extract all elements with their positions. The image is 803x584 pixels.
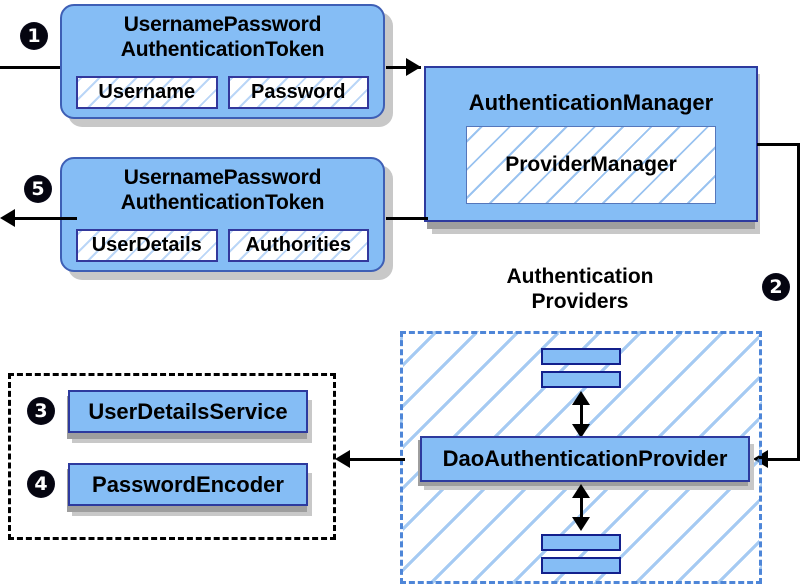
provider-bottom-connector-line — [580, 488, 583, 523]
result-token-slots: UserDetails Authorities — [76, 229, 369, 262]
providers-title-line1: Authentication — [506, 265, 654, 288]
result-token[interactable]: UsernamePassword AuthenticationToken Use… — [60, 157, 385, 272]
provider-to-collaborators-line — [350, 458, 405, 461]
password-encoder-label: PasswordEncoder — [92, 471, 284, 497]
provider-top-connector-line — [580, 395, 583, 430]
result-outgoing-line — [15, 217, 77, 220]
provider-top-connector-arrow-down — [572, 424, 590, 438]
provider-bottom-connector-arrow-down — [572, 517, 590, 531]
request-token-title-line1: UsernamePassword — [123, 13, 322, 36]
provider-bottom-connector-arrow-up — [572, 484, 590, 498]
request-token-slots: Username Password — [76, 76, 369, 109]
provider-top-connector-arrow-up — [572, 391, 590, 405]
step-marker-5: 5 — [25, 176, 51, 202]
step-marker-1: 1 — [21, 23, 47, 49]
user-details-service-label: UserDetailsService — [88, 398, 288, 424]
manager-to-result-line — [386, 217, 428, 220]
manager-right-exit-line — [757, 143, 800, 146]
incoming-request-line — [0, 66, 72, 69]
provider-stub-top-2 — [541, 371, 621, 388]
user-details-service[interactable]: UserDetailsService — [68, 390, 308, 433]
authentication-manager-title: AuthenticationManager — [468, 90, 714, 115]
result-token-title-line2: AuthenticationToken — [120, 191, 325, 214]
step-marker-3: 3 — [28, 398, 54, 424]
provider-stub-bottom-2 — [541, 557, 621, 574]
slot-userdetails: UserDetails — [76, 229, 218, 262]
slot-password: Password — [227, 76, 369, 109]
password-encoder[interactable]: PasswordEncoder — [68, 463, 308, 506]
token-to-manager-line — [386, 66, 421, 69]
provider-stub-bottom-1 — [541, 534, 621, 551]
request-token[interactable]: UsernamePassword AuthenticationToken Use… — [60, 4, 385, 119]
result-outgoing-arrowhead — [0, 209, 15, 227]
result-token-title-line1: UsernamePassword — [123, 166, 322, 189]
provider-to-collaborators-arrowhead — [335, 450, 350, 468]
request-token-title: UsernamePassword AuthenticationToken — [62, 12, 383, 62]
request-token-title-line2: AuthenticationToken — [120, 38, 325, 61]
dao-authentication-provider[interactable]: DaoAuthenticationProvider — [420, 436, 750, 482]
token-to-manager-arrowhead — [406, 58, 421, 76]
providers-title-line2: Providers — [531, 290, 629, 313]
provider-stub-top-1 — [541, 348, 621, 365]
provider-entry-line — [768, 458, 800, 461]
step-marker-4: 4 — [28, 471, 54, 497]
authentication-manager[interactable]: AuthenticationManager ProviderManager — [424, 66, 758, 222]
step-marker-2: 2 — [763, 274, 789, 300]
slot-authorities: Authorities — [227, 229, 369, 262]
provider-manager[interactable]: ProviderManager — [466, 126, 716, 204]
providers-group-title: Authentication Providers — [455, 264, 705, 314]
manager-right-vertical-line — [797, 143, 800, 460]
dao-authentication-provider-label: DaoAuthenticationProvider — [442, 446, 728, 471]
slot-username: Username — [76, 76, 218, 109]
result-token-title: UsernamePassword AuthenticationToken — [62, 165, 383, 215]
